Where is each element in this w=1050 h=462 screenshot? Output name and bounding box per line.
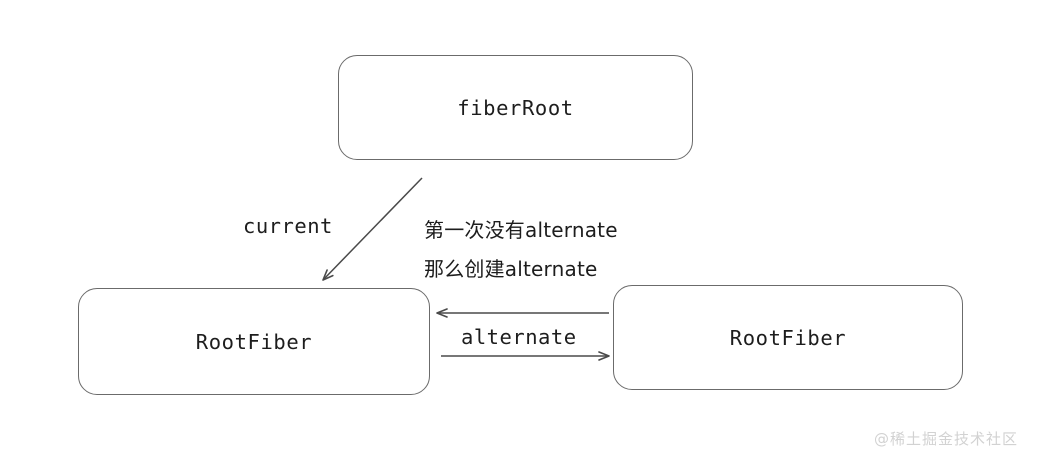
node-fiber-root[interactable]: fiberRoot [338, 55, 693, 160]
node-root-fiber-current[interactable]: RootFiber [78, 288, 430, 395]
watermark: @稀土掘金技术社区 [874, 430, 1019, 448]
node-root-fiber-alternate-label: RootFiber [729, 325, 847, 350]
edge-label-current: current [243, 214, 333, 238]
node-fiber-root-label: fiberRoot [457, 95, 574, 120]
edge-label-alternate: alternate [461, 325, 577, 349]
annotation-note-line-1: 第一次没有alternate [424, 218, 618, 242]
node-root-fiber-current-label: RootFiber [195, 329, 313, 354]
node-root-fiber-alternate[interactable]: RootFiber [613, 285, 963, 390]
edge-current-line [322, 177, 423, 281]
annotation-note-line-2: 那么创建alternate [424, 257, 598, 281]
